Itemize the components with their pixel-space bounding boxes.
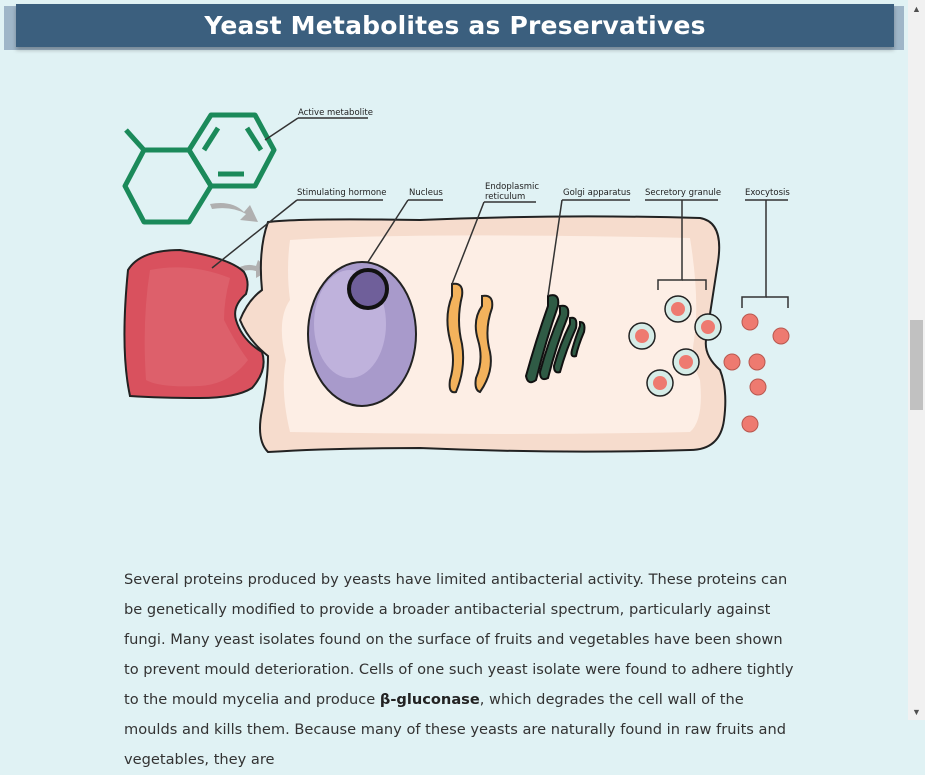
endoplasmic-reticulum-shape — [446, 282, 494, 394]
label-secretory-granule: Secretory granule — [645, 188, 721, 198]
label-er-line1: Endoplasmic — [485, 182, 539, 192]
label-er-line2: reticulum — [485, 192, 525, 202]
page-title: Yeast Metabolites as Preservatives — [204, 11, 706, 40]
label-stimulating-hormone: Stimulating hormone — [297, 188, 387, 198]
label-leader-lines — [211, 117, 789, 308]
label-active-metabolite: Active metabolite — [298, 108, 373, 118]
scroll-up-icon[interactable]: ▲ — [912, 3, 921, 14]
title-bar: Yeast Metabolites as Preservatives — [16, 4, 894, 47]
paragraph-text-start: Several proteins produced by yeasts have… — [124, 570, 794, 708]
nucleolus — [347, 268, 389, 310]
label-exocytosis: Exocytosis — [745, 188, 790, 198]
label-golgi: Golgi apparatus — [563, 188, 631, 198]
secretory-granules — [628, 295, 722, 397]
paragraph-bold-term: β-gluconase — [379, 690, 480, 708]
golgi-apparatus-shape — [524, 294, 586, 384]
label-nucleus: Nucleus — [409, 188, 443, 198]
active-metabolite-molecule — [122, 112, 277, 225]
exocytosis-granules — [723, 313, 790, 433]
vertical-scrollbar[interactable]: ▲ ▼ — [908, 0, 925, 720]
scroll-down-icon[interactable]: ▼ — [912, 706, 921, 717]
body-paragraph: Several proteins produced by yeasts have… — [124, 565, 794, 775]
page: Yeast Metabolites as Preservatives — [4, 4, 904, 768]
scroll-thumb[interactable] — [910, 320, 923, 410]
cell-secretion-diagram: Active metabolite Stimulating hormone Nu… — [110, 100, 810, 470]
